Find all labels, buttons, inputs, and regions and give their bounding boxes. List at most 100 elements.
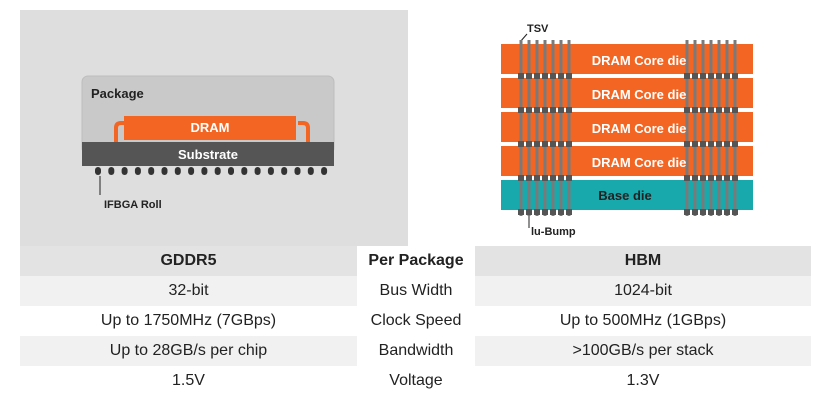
micro-bump <box>684 175 690 181</box>
micro-bump <box>692 73 698 79</box>
micro-bump <box>716 141 722 147</box>
solder-ball <box>95 167 101 175</box>
micro-bump <box>724 209 730 215</box>
micro-bump <box>558 107 564 113</box>
solder-ball <box>108 167 115 175</box>
gddr5-value: Up to 1750MHz (7GBps) <box>20 306 357 336</box>
micro-bump <box>542 107 548 113</box>
hbm-value: 1.3V <box>475 366 811 396</box>
gddr5-package-diagram: Package DRAM Substrate IFBGA Roll <box>81 75 335 211</box>
tsv-column <box>567 40 571 216</box>
solder-ball <box>161 167 168 175</box>
tsv-column <box>733 40 737 216</box>
micro-bump <box>542 175 548 181</box>
gddr5-diagram-panel: Package DRAM Substrate IFBGA Roll <box>20 10 408 246</box>
micro-bump <box>558 209 564 215</box>
tsv-columns <box>518 40 738 216</box>
core-die-label-4: DRAM Core die <box>592 155 687 170</box>
solder-ball <box>174 167 181 175</box>
solder-ball <box>254 167 261 175</box>
solder-ball <box>307 167 314 175</box>
micro-bump <box>526 175 532 181</box>
solder-ball <box>201 167 208 175</box>
micro-bump <box>692 175 698 181</box>
micro-bump <box>526 73 532 79</box>
tsv-column <box>717 40 721 216</box>
tsv-column <box>551 40 555 216</box>
micro-bump <box>716 175 722 181</box>
tsv-column <box>527 40 531 216</box>
tsv-column <box>519 40 523 216</box>
micro-bump <box>534 73 540 79</box>
micro-bump <box>732 107 738 113</box>
micro-bump <box>708 175 714 181</box>
micro-bump <box>518 209 524 215</box>
tsv-column <box>701 40 705 216</box>
micro-bump <box>724 141 730 147</box>
micro-bump <box>692 209 698 215</box>
tsv-column <box>559 40 563 216</box>
micro-bump <box>708 73 714 79</box>
dram-label: DRAM <box>191 120 230 135</box>
micro-bump <box>550 175 556 181</box>
micro-bump <box>716 209 722 215</box>
metric-label: Clock Speed <box>357 306 475 336</box>
micro-bump <box>684 107 690 113</box>
header-per-package: Per Package <box>357 246 475 276</box>
micro-bump <box>550 107 556 113</box>
solder-ball <box>134 167 141 175</box>
bump-label: lu-Bump <box>531 226 576 238</box>
gddr5-value: Up to 28GB/s per chip <box>20 336 357 366</box>
solder-ball <box>228 167 234 175</box>
dram-die <box>124 116 296 140</box>
micro-bump <box>732 141 738 147</box>
micro-bump <box>700 209 706 215</box>
metric-label: Bus Width <box>357 276 475 306</box>
hbm-value: 1024-bit <box>475 276 811 306</box>
substrate-label: Substrate <box>178 147 238 162</box>
micro-bump <box>518 141 524 147</box>
hbm-value: Up to 500MHz (1GBps) <box>475 306 811 336</box>
micro-bump <box>700 141 706 147</box>
ifbga-solder-balls <box>95 167 328 175</box>
micro-bump <box>566 73 572 79</box>
micro-bump <box>700 107 706 113</box>
micro-bump <box>692 141 698 147</box>
micro-bump <box>566 209 572 215</box>
ifbga-label: IFBGA Roll <box>104 199 162 211</box>
solder-ball <box>321 167 328 175</box>
gddr5-value: 32-bit <box>20 276 357 306</box>
micro-bump <box>724 175 730 181</box>
micro-bump <box>534 209 540 215</box>
solder-ball <box>294 167 301 175</box>
substrate <box>82 142 334 166</box>
hbm-diagram-panel: TSV DRAM Core die DRAM Core die DRAM Cor… <box>417 10 811 246</box>
micro-bump <box>724 107 730 113</box>
left-wire-bond <box>114 121 126 142</box>
micro-bump <box>550 209 556 215</box>
hbm-stack-diagram: TSV DRAM Core die DRAM Core die DRAM Cor… <box>501 23 753 238</box>
table-row: Up to 1750MHz (7GBps) Clock Speed Up to … <box>20 306 811 336</box>
solder-ball <box>148 167 155 175</box>
tsv-column <box>685 40 689 216</box>
micro-bump <box>542 73 548 79</box>
micro-bump <box>716 73 722 79</box>
solder-ball <box>188 167 195 175</box>
base-die-label: Base die <box>598 188 651 203</box>
micro-bump <box>684 209 690 215</box>
micro-bump <box>534 175 540 181</box>
solder-ball <box>121 167 128 175</box>
micro-bump <box>526 141 532 147</box>
micro-bump <box>534 107 540 113</box>
tsv-column <box>709 40 713 216</box>
micro-bump <box>732 73 738 79</box>
table-row: 32-bit Bus Width 1024-bit <box>20 276 811 306</box>
hbm-value: >100GB/s per stack <box>475 336 811 366</box>
right-wire-bond <box>298 121 310 142</box>
micro-bump <box>732 175 738 181</box>
micro-bump <box>558 73 564 79</box>
header-gddr5: GDDR5 <box>20 246 357 276</box>
metric-label: Voltage <box>357 366 475 396</box>
micro-bump <box>518 175 524 181</box>
package-label: Package <box>91 86 144 101</box>
